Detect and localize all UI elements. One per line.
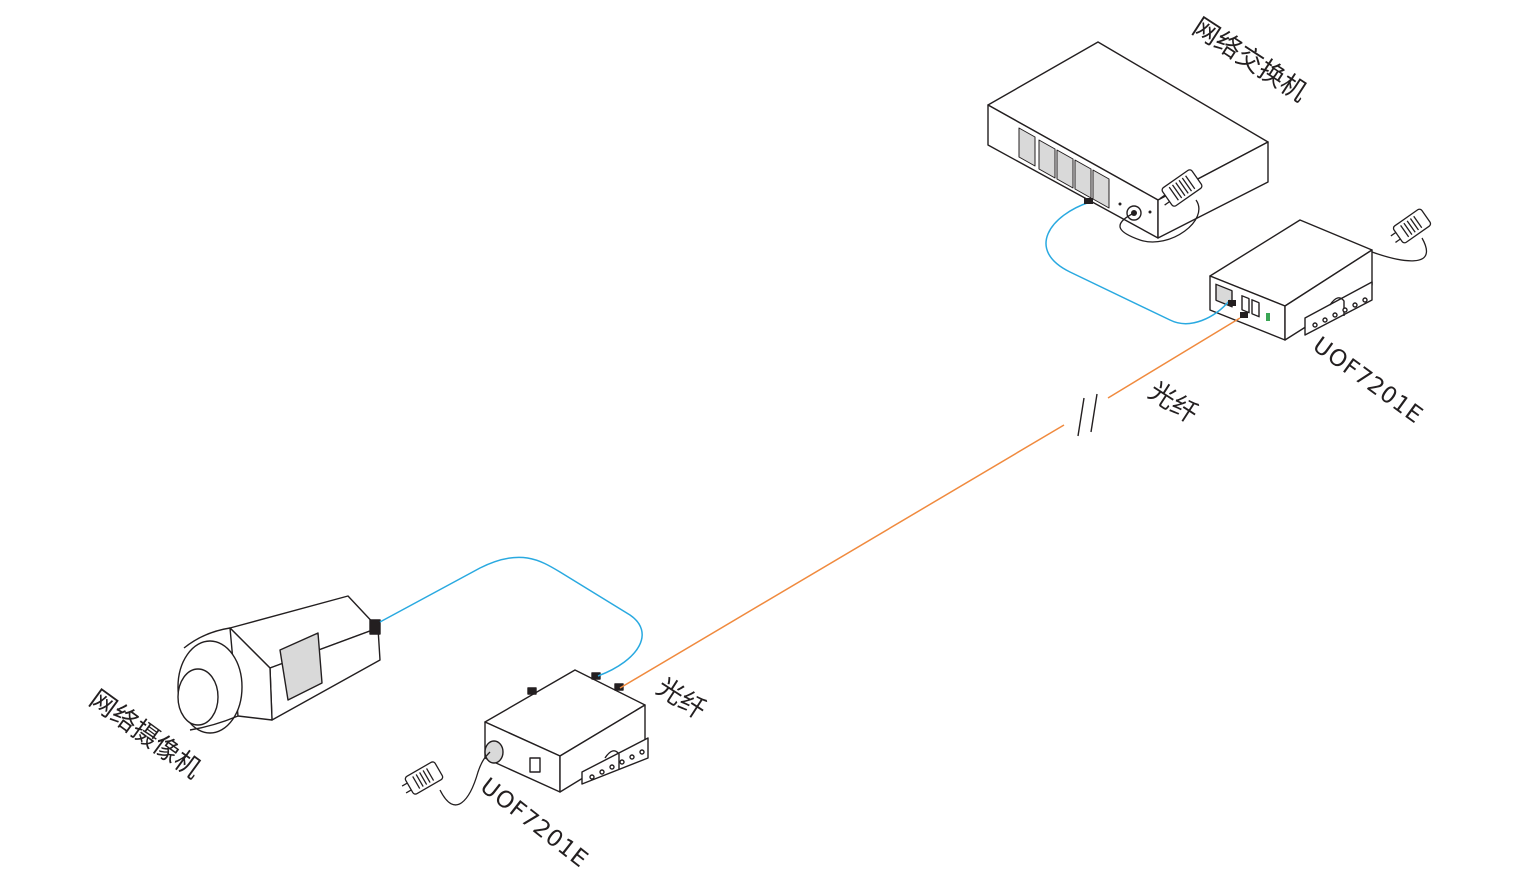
ip-camera — [177, 595, 381, 734]
ethernet-cable-bottom — [379, 556, 643, 677]
converter-top-fiber-port — [1241, 295, 1250, 314]
switch-port — [1056, 149, 1074, 189]
converter-top-rj45-plug — [1228, 300, 1236, 306]
switch-side — [1157, 141, 1269, 239]
ethernet-cable-top — [1045, 201, 1231, 325]
network-switch — [987, 41, 1269, 239]
switch-rj45-plug — [1084, 198, 1093, 204]
adapter-cord — [1119, 199, 1200, 243]
converter-bottom-mount-holes — [589, 749, 645, 780]
adapter-body — [1161, 169, 1203, 207]
switch-ports — [1018, 127, 1110, 209]
converter-top-bracket — [1304, 281, 1373, 336]
converter-bottom-dc-jack — [484, 740, 504, 764]
converter-top-fiber-plug — [1240, 312, 1248, 318]
converter-top-mount-holes — [1312, 297, 1368, 328]
camera-lens — [177, 668, 219, 726]
converter-bottom-bracket — [581, 737, 649, 785]
switch-power-adapter — [1119, 169, 1203, 243]
converter-top-power-adapter — [1371, 208, 1432, 262]
switch-port — [1038, 139, 1056, 179]
converter-bottom-rj45-port — [529, 757, 541, 773]
camera-side-panel — [279, 632, 323, 701]
fiber-cable-segment-bottom — [619, 424, 1065, 689]
converter-top-fiber-port — [1251, 299, 1260, 318]
switch-port — [1018, 127, 1036, 167]
converter-bottom-power-adapter — [401, 751, 491, 806]
converter-top-groove — [1329, 297, 1345, 316]
converter-top — [1209, 219, 1373, 341]
fiber-break-mark — [1077, 393, 1098, 437]
converter-top-led — [1266, 313, 1270, 321]
fiber-cable-segment-top — [1107, 317, 1241, 399]
camera-rj45-plug — [369, 619, 381, 635]
converter-bottom-groove — [604, 750, 620, 769]
switch-port — [1092, 169, 1110, 209]
converter-bottom — [484, 669, 649, 793]
switch-led — [1148, 210, 1152, 214]
converter-bottom-port — [527, 687, 537, 695]
switch-led — [1118, 202, 1122, 206]
